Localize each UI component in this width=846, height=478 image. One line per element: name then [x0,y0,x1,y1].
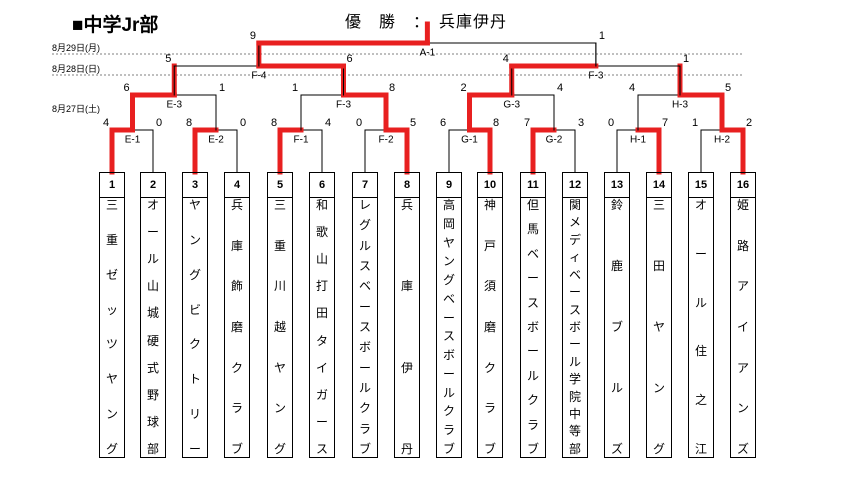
team-name: レグルスベースボールクラブ [358,198,371,456]
team-number: 10 [478,173,502,198]
team-number: 12 [563,173,587,198]
match-label: E-3 [166,99,183,111]
score-right: 1 [682,53,690,65]
score-left: 4 [502,53,509,65]
score-left: 6 [439,117,447,129]
score-left: 1 [691,117,699,129]
score-left: 0 [355,117,363,129]
team-number: 5 [268,173,292,198]
team-number: 13 [605,173,629,198]
team-name: オール住之江 [694,198,707,456]
score-right: 3 [577,117,585,129]
team-name: 但馬ベースボールクラブ [526,198,539,456]
team-name: ヤングビクトリー [188,198,201,456]
team-name: 高岡ヤングベースボールクラブ [442,198,455,456]
team-number: 3 [183,173,207,198]
team-name: 和歌山打田タイガース [315,198,328,456]
score-right: 5 [724,82,732,94]
match-label: G-3 [503,99,521,111]
score-right: 7 [661,117,669,129]
team-number: 7 [353,173,377,198]
team-number: 6 [310,173,334,198]
team-number: 11 [521,173,545,198]
match-label: H-3 [671,99,689,111]
score-right: 0 [155,117,163,129]
team-name: 姫路アイアンズ [736,198,749,456]
score-right: 5 [409,117,417,129]
date-early: 8月27日(土) [52,104,101,114]
score-left: 7 [523,117,531,129]
team-name: 兵庫飾磨クラブ [230,198,243,456]
page-title: ■中学Jr部 [72,15,159,36]
team-number: 1 [100,173,124,198]
score-left: 0 [607,117,615,129]
team-name: 三重ゼッツヤング [105,198,118,456]
score-left: 5 [165,53,172,65]
team-name: 関メディベースボール学院中等部 [568,198,581,456]
team-number: 2 [141,173,165,198]
team-number: 9 [437,173,461,198]
score-right: 4 [324,117,332,129]
score-left: 8 [270,117,278,129]
team-number: 14 [647,173,671,198]
match-label: G-1 [461,134,478,146]
team-number: 15 [689,173,713,198]
score-right: 8 [492,117,500,129]
team-name: オール山城硬式野球部 [146,198,159,456]
score-left: 6 [123,82,130,94]
score-left: 4 [628,82,636,94]
match-label: E-2 [208,134,224,146]
score-right: 4 [556,82,564,94]
score-left: 4 [102,117,110,129]
match-label: H-1 [629,134,647,146]
score-right: 2 [745,117,753,129]
match-label: F-1 [293,134,309,146]
team-number: 8 [395,173,419,198]
team-number: 4 [225,173,249,198]
match-label: F-3 [588,70,604,82]
team-number: 16 [731,173,755,198]
score-left: 9 [249,30,256,42]
match-label: F-3 [336,99,351,111]
match-label: E-1 [124,134,141,146]
score-left: 2 [460,82,467,94]
match-label: H-2 [713,134,731,146]
team-name: 鈴鹿ブルズ [610,198,623,456]
score-left: 8 [185,117,193,129]
team-name: 兵庫伊丹 [400,198,413,456]
team-name: 三重川越ヤング [273,198,286,456]
team-name: 三田ヤング [652,198,665,456]
match-label: G-2 [545,134,563,146]
match-label: A-1 [419,47,436,59]
score-right: 1 [218,82,226,94]
match-label: F-4 [251,70,267,82]
score-right: 8 [388,82,396,94]
date-semi: 8月28日(日) [52,64,101,74]
score-right: 0 [239,117,247,129]
team-name: 神戸須磨クラブ [483,198,496,456]
score-left: 1 [291,82,299,94]
match-label: F-2 [378,134,394,146]
score-right: 6 [346,53,353,65]
date-final: 8月29日(月) [52,43,101,53]
score-right: 1 [598,30,605,42]
